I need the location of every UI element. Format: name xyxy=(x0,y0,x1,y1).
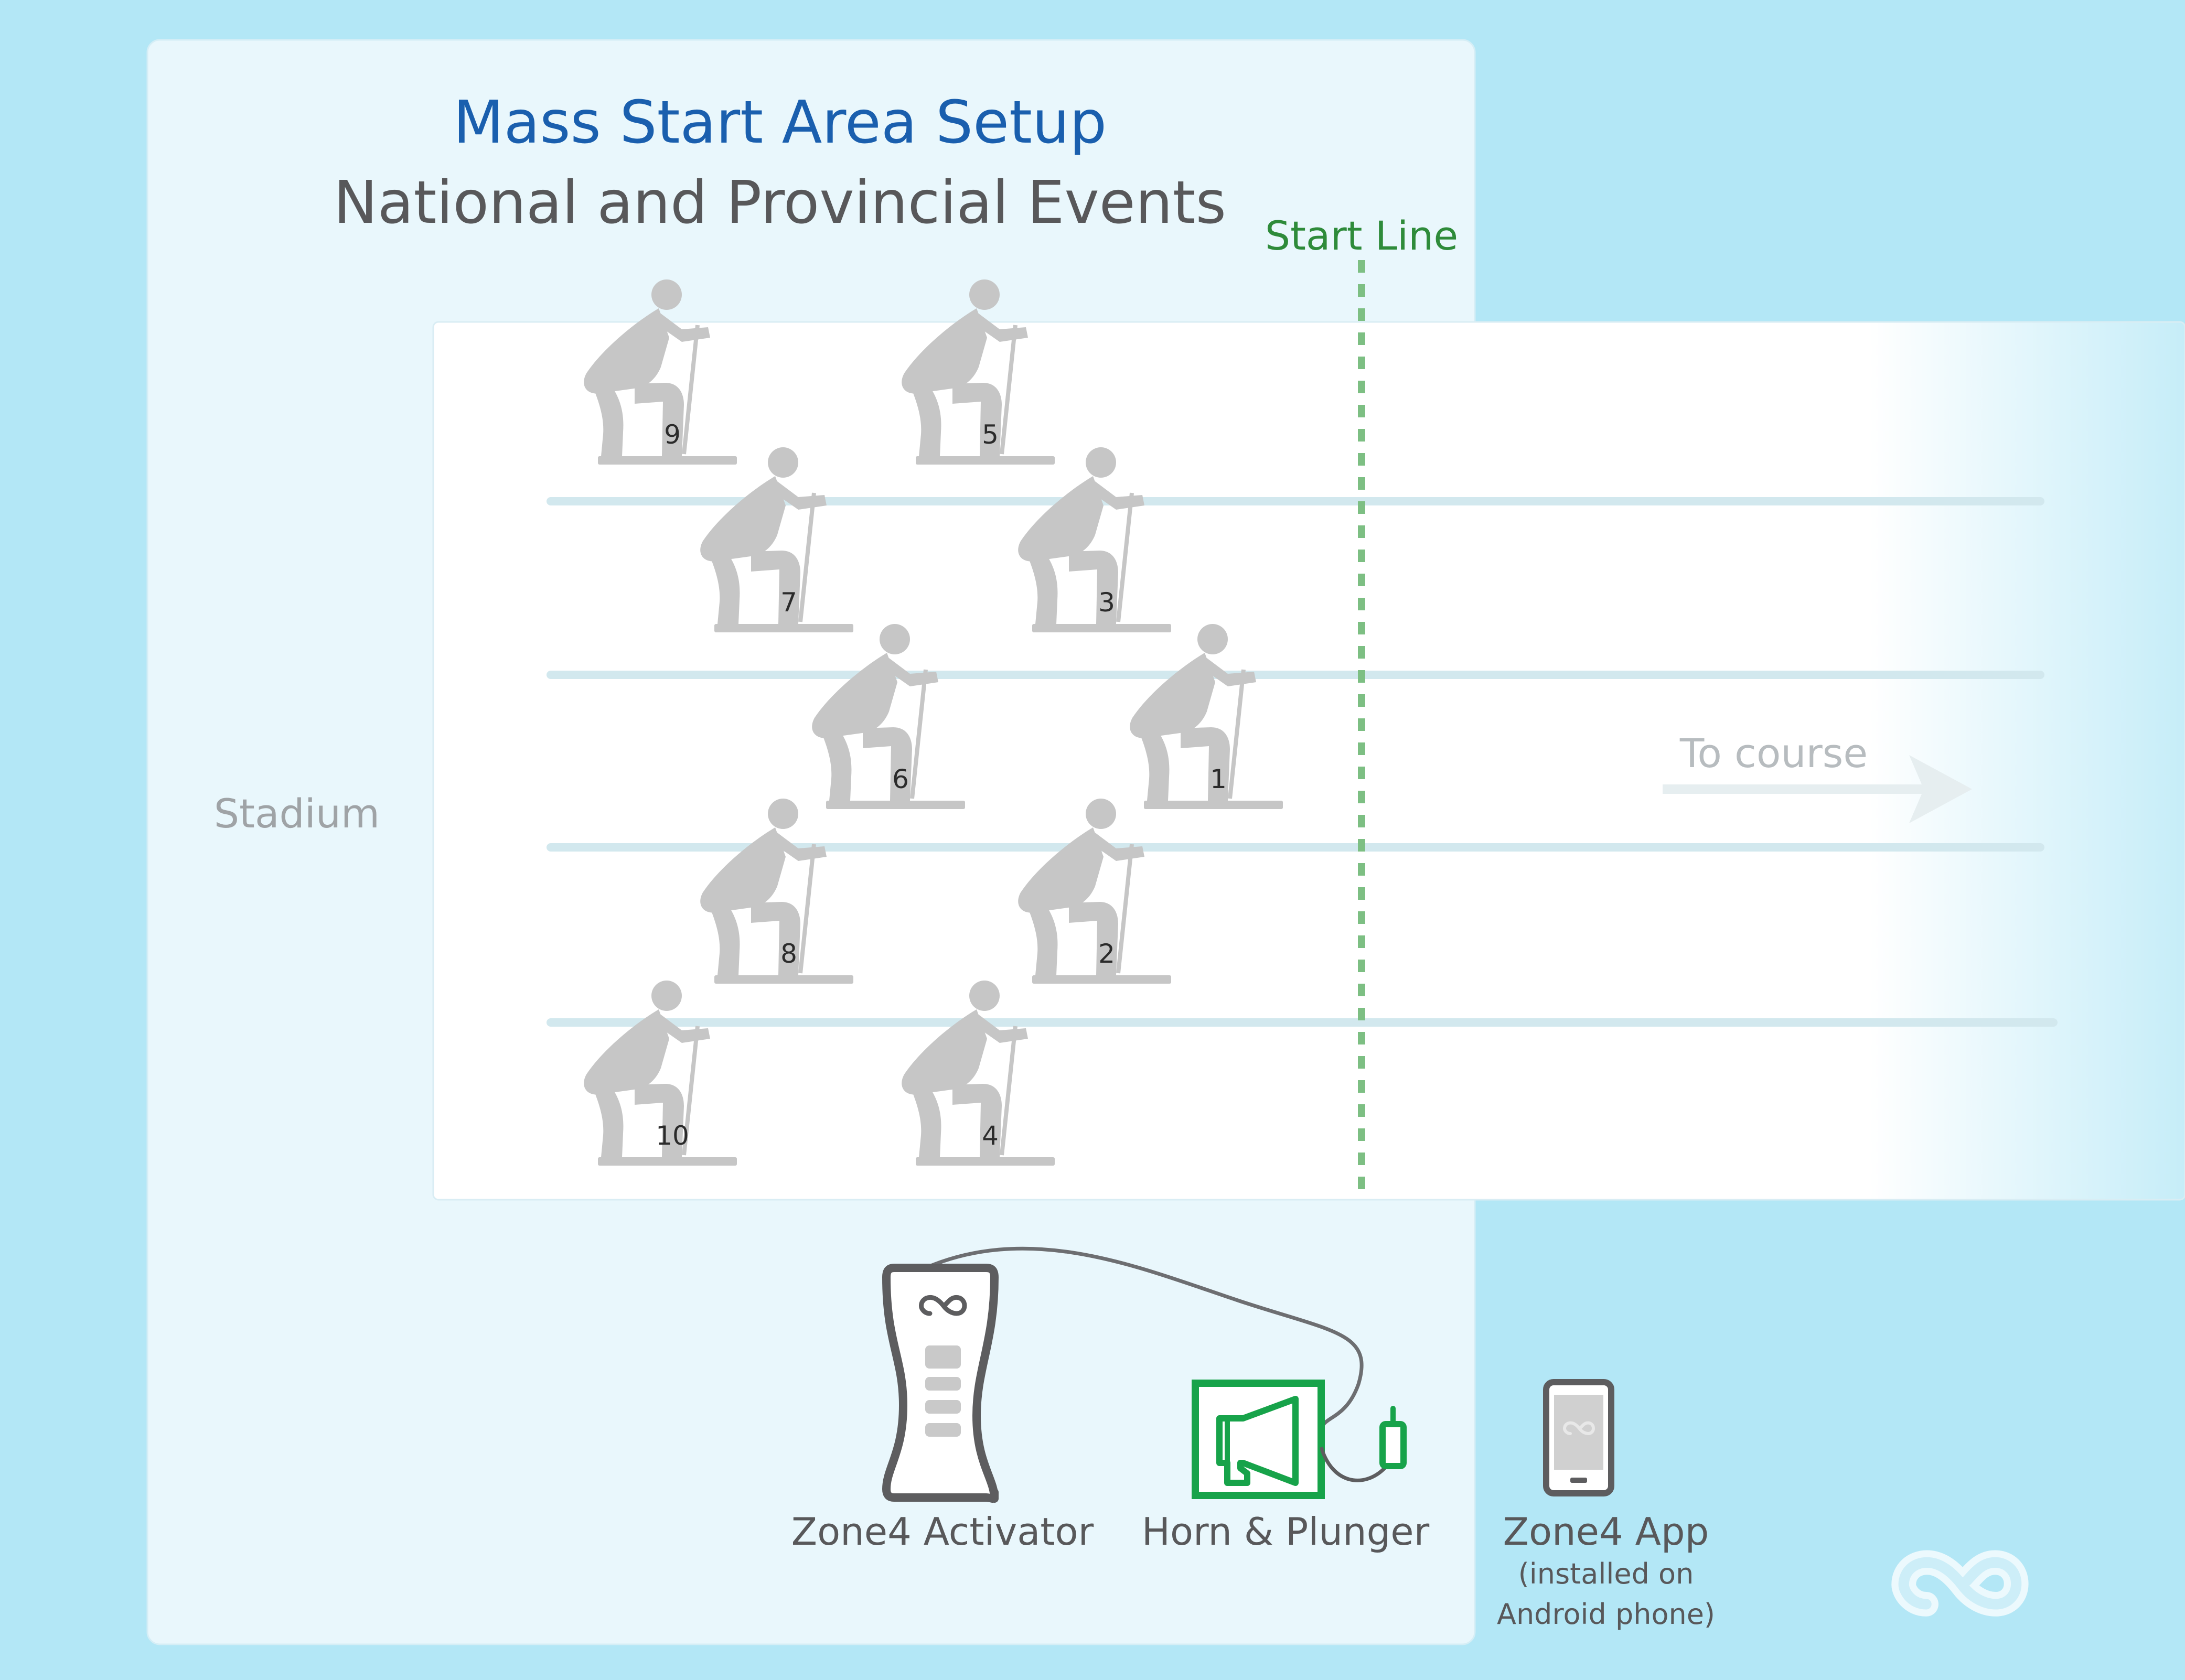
skier-7: 7 xyxy=(700,447,853,632)
app-note-line-2: Android phone) xyxy=(1497,1598,1715,1631)
zone4-logo-icon xyxy=(1904,1563,2017,1604)
skier-1: 1 xyxy=(1130,624,1283,809)
skier-9: 9 xyxy=(584,279,737,465)
android-phone-icon xyxy=(1543,1379,1614,1496)
start-area xyxy=(432,321,2185,1201)
skier-2: 2 xyxy=(1018,799,1171,984)
diagram-title: Mass Start Area Setup xyxy=(453,89,1107,157)
skier-5: 5 xyxy=(902,279,1055,465)
bib-number: 2 xyxy=(1098,939,1115,969)
bib-number: 6 xyxy=(892,764,909,794)
diagram-subtitle: National and Provincial Events xyxy=(334,169,1226,237)
to-course-label: To course xyxy=(1679,730,1868,777)
bib-number: 10 xyxy=(656,1121,689,1151)
horn-megaphone-icon xyxy=(1192,1380,1325,1499)
plunger-icon xyxy=(1379,1406,1407,1469)
skier-3: 3 xyxy=(1018,447,1171,632)
activator-cable xyxy=(925,1246,1364,1432)
to-course-arrow xyxy=(1663,755,1972,823)
app-note-line-1: (installed on xyxy=(1518,1557,1694,1590)
bib-number: 9 xyxy=(664,419,681,450)
bib-number: 5 xyxy=(982,419,999,450)
skier-10: 10 xyxy=(584,981,737,1166)
bib-number: 8 xyxy=(780,939,797,969)
bib-number: 7 xyxy=(780,587,797,618)
bib-number: 4 xyxy=(982,1121,999,1151)
bib-number: 1 xyxy=(1210,764,1227,794)
activator-label: Zone4 Activator xyxy=(791,1510,1094,1554)
bib-number: 3 xyxy=(1098,587,1115,618)
skier-6: 6 xyxy=(812,624,965,809)
zone4-activator-icon xyxy=(882,1264,999,1503)
app-label: Zone4 App xyxy=(1503,1510,1709,1554)
skier-4: 4 xyxy=(902,981,1055,1166)
stadium-label: Stadium xyxy=(214,790,380,837)
horn-label: Horn & Plunger xyxy=(1142,1510,1430,1554)
skier-8: 8 xyxy=(700,799,853,984)
skier-group: 9 5 7 3 6 1 8 2 10 4 xyxy=(584,279,1283,1166)
start-line-label: Start Line xyxy=(1265,212,1458,259)
